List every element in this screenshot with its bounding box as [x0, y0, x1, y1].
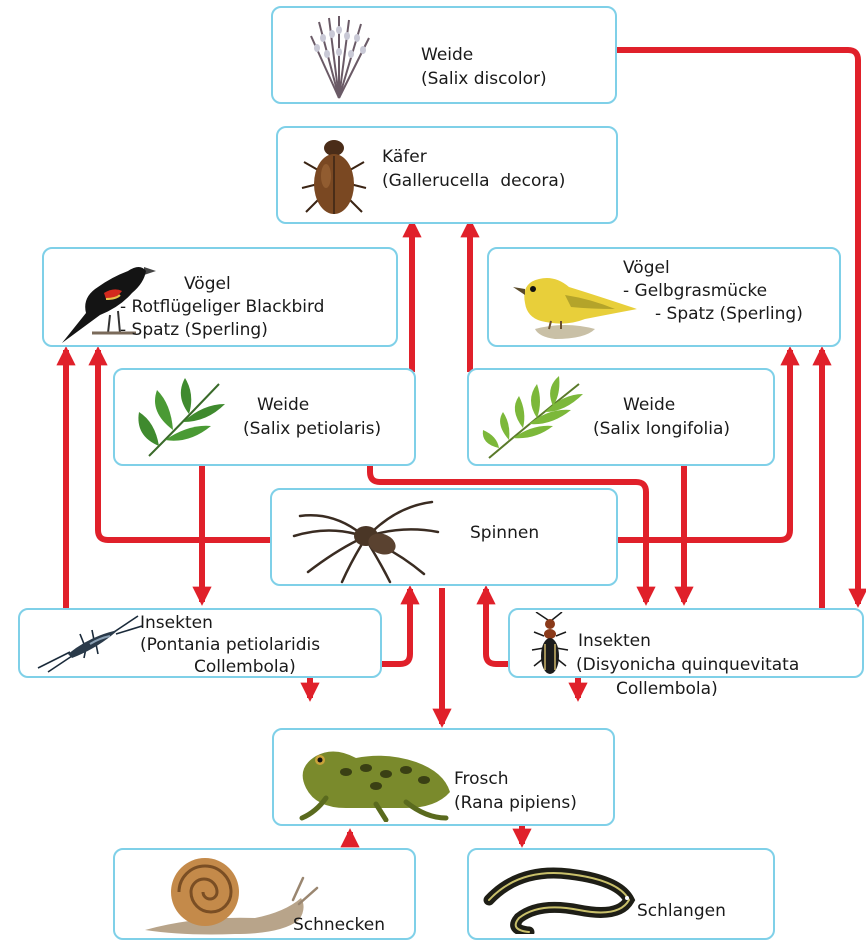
node-insekten-left-species-2: Collembola): [194, 656, 296, 678]
springtail-icon: [34, 612, 144, 674]
frog-icon: [286, 738, 456, 822]
node-weide-petiolaris: Weide (Salix petiolaris): [113, 368, 416, 466]
node-insekten-right-species-1: (Disyonicha quinquevitata: [576, 654, 799, 676]
node-schlangen-name: Schlangen: [637, 900, 726, 922]
node-weide-longifolia-name: Weide: [623, 394, 675, 416]
node-kaefer-name: Käfer: [382, 146, 427, 168]
node-schlangen: Schlangen: [467, 848, 775, 940]
snake-icon: [479, 860, 639, 934]
node-voegel-left-species-1: - Rotflügeliger Blackbird: [120, 296, 324, 318]
node-insekten-left-name: Insekten: [140, 612, 213, 634]
node-insekten-right-species-2: Collembola): [616, 678, 718, 700]
node-schnecken: Schnecken: [113, 848, 416, 940]
node-weide-longifolia-species: (Salix longifolia): [593, 418, 730, 440]
willow-leaf-icon: [129, 376, 229, 462]
node-kaefer: Käfer (Gallerucella decora): [276, 126, 618, 224]
node-weide-discolor: Weide (Salix discolor): [271, 6, 617, 104]
node-weide-petiolaris-species: (Salix petiolaris): [243, 418, 381, 440]
node-voegel-left-name: Vögel: [184, 273, 231, 295]
node-insekten-right: Insekten (Disyonicha quinquevitata Colle…: [508, 608, 864, 678]
node-weide-discolor-species: (Salix discolor): [421, 68, 547, 90]
willow-branch-icon: [479, 374, 589, 464]
node-voegel-right-name: Vögel: [623, 257, 670, 279]
node-schnecken-name: Schnecken: [293, 914, 385, 936]
node-voegel-right-species-2: - Spatz (Sperling): [655, 303, 803, 325]
willow-catkin-icon: [299, 14, 379, 100]
node-kaefer-species: (Gallerucella decora): [382, 170, 565, 192]
node-weide-discolor-name: Weide: [421, 44, 473, 66]
node-frosch: Frosch (Rana pipiens): [272, 728, 615, 826]
node-voegel-left: Vögel - Rotflügeliger Blackbird - Spatz …: [42, 247, 398, 347]
node-spinnen: Spinnen: [270, 488, 618, 586]
node-insekten-left-species-1: (Pontania petiolaridis: [140, 634, 320, 656]
node-frosch-name: Frosch: [454, 768, 509, 790]
arrow-insekten-left-to-spinnen: [382, 589, 410, 664]
node-frosch-species: (Rana pipiens): [454, 792, 577, 814]
node-voegel-right-species-1: - Gelbgrasmücke: [623, 280, 767, 302]
node-weide-longifolia: Weide (Salix longifolia): [467, 368, 775, 466]
beetle-icon: [298, 132, 370, 222]
arrow-insekten-right-to-spinnen: [486, 589, 508, 664]
insect-icon: [528, 612, 572, 678]
spider-icon: [290, 492, 440, 584]
node-voegel-left-species-2: - Spatz (Sperling): [120, 319, 268, 341]
node-insekten-left: Insekten (Pontania petiolaridis Collembo…: [18, 608, 382, 678]
node-weide-petiolaris-name: Weide: [257, 394, 309, 416]
node-spinnen-name: Spinnen: [470, 522, 539, 544]
node-insekten-right-name: Insekten: [578, 630, 651, 652]
node-voegel-right: Vögel - Gelbgrasmücke - Spatz (Sperling): [487, 247, 841, 347]
